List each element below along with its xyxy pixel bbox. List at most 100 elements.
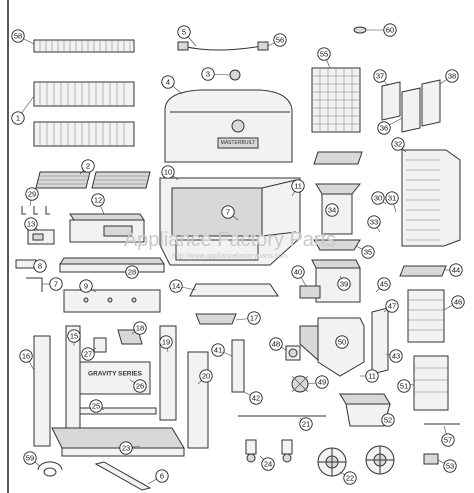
callout-bubble [159, 335, 173, 349]
callout-6: 6 [147, 469, 169, 485]
part-4-lid: MASTERBUILT [164, 89, 293, 163]
callout-43: 43 [385, 349, 403, 363]
callout-bubble [155, 469, 169, 483]
callout-36: 36 [377, 117, 403, 135]
callout-26: 26 [129, 379, 147, 393]
callout-bubble [381, 413, 395, 427]
callout-number: 43 [392, 352, 400, 361]
callout-bubble [169, 279, 183, 293]
part-27-plate [93, 337, 107, 353]
callout-number: 55 [320, 50, 328, 59]
callout-bubble [19, 349, 33, 363]
part-1-cooking-grates [33, 81, 135, 147]
part-24-casters [245, 439, 293, 463]
callout-number: 31 [388, 194, 396, 203]
callout-bubble [261, 457, 275, 471]
part-40-part [299, 285, 321, 299]
callout-bubble [201, 67, 215, 81]
callout-bubble [11, 29, 25, 43]
callout-number: 4 [166, 78, 170, 87]
callout-bubble [443, 459, 457, 473]
callout-number: 34 [328, 206, 336, 215]
panel-label: GRAVITY SERIES [88, 371, 143, 378]
part-38-panel [421, 79, 441, 127]
callout-number: 56 [276, 36, 284, 45]
callout-bubble [391, 137, 405, 151]
callout-number: 40 [294, 268, 302, 277]
callout-bubble [383, 23, 397, 37]
callout-bubble [373, 69, 387, 83]
callout-bubble [361, 245, 375, 259]
watermark-main: Appliance Factory Parts [124, 229, 336, 251]
callout-13: 13 [24, 217, 39, 231]
part-60-grommet [353, 26, 367, 34]
callout-number: 37 [376, 72, 384, 81]
callout-bubble [337, 277, 351, 291]
callout-number: 57 [444, 436, 452, 445]
part-22-wheel-right [365, 445, 395, 475]
callout-49: 49 [307, 375, 329, 389]
part-29-hooks [21, 206, 50, 215]
callout-number: 10 [164, 168, 172, 177]
callout-7: 7 [221, 205, 239, 221]
callout-56: 56 [267, 33, 287, 47]
callout-22: 22 [339, 471, 357, 485]
part-59-spring [37, 461, 63, 477]
callout-17: 17 [235, 311, 261, 325]
callout-number: 32 [394, 140, 402, 149]
callout-bubble [371, 191, 385, 205]
callout-number: 60 [386, 26, 394, 35]
part-44-grate [399, 265, 447, 277]
callout-23: 23 [119, 441, 141, 455]
callout-bubble [49, 277, 63, 291]
callout-bubble [199, 369, 213, 383]
callout-number: 44 [452, 266, 460, 275]
callout-number: 36 [380, 124, 388, 133]
callout-bubble [89, 399, 103, 413]
callout-4: 4 [161, 75, 183, 95]
callout-number: 24 [264, 460, 272, 469]
callout-bubble [91, 193, 105, 207]
callout-number: 58 [14, 32, 22, 41]
callout-bubble [249, 391, 263, 405]
callout-number: 1 [16, 114, 20, 123]
callout-number: 15 [70, 332, 78, 341]
part-22-wheel-left [317, 447, 347, 477]
callout-bubble [291, 179, 305, 193]
callout-bubble [317, 47, 331, 61]
watermark-url: http://www.appliancefactoryparts.com [172, 253, 288, 260]
callout-bubble [79, 279, 93, 293]
callout-bubble [221, 205, 235, 219]
callout-2: 2 [79, 159, 95, 175]
callout-21: 21 [299, 417, 313, 431]
part-17-drip-pan [195, 313, 237, 325]
part-3-thermometer [229, 69, 241, 81]
callout-33: 33 [367, 215, 381, 233]
callout-57: 57 [441, 425, 455, 447]
callout-11: 11 [360, 369, 379, 383]
part-14-ash-tray [189, 283, 279, 297]
callout-10: 10 [161, 165, 179, 181]
callout-35: 35 [355, 245, 375, 259]
part-13-control-panel [27, 229, 55, 245]
lid-badge: MASTERBUILT [221, 140, 256, 146]
callout-bubble [325, 203, 339, 217]
callout-number: 16 [22, 352, 30, 361]
callout-bubble [451, 295, 465, 309]
callout-number: 2 [86, 162, 90, 171]
callout-bubble [365, 369, 379, 383]
callout-28: 28 [125, 265, 139, 279]
callout-bubble [161, 165, 175, 179]
callout-bubble [211, 343, 225, 357]
part-9-front-panel [63, 289, 161, 313]
callout-number: 33 [370, 218, 378, 227]
callout-51: 51 [397, 379, 415, 393]
callout-number: 11 [294, 182, 302, 191]
callout-bubble [377, 121, 391, 135]
callout-bubble [291, 265, 305, 279]
callout-number: 3 [206, 70, 210, 79]
callout-3: 3 [201, 67, 231, 81]
callout-bubble [11, 111, 25, 125]
part-37-panel [381, 81, 401, 121]
